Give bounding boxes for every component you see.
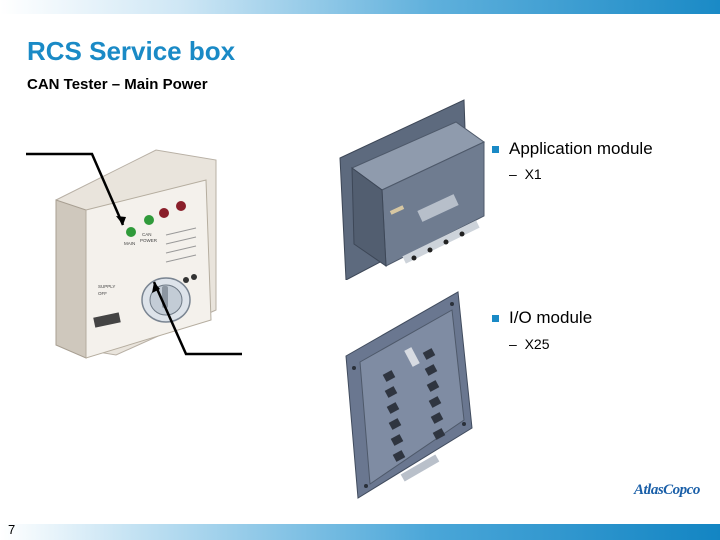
slide-subtitle: CAN Tester – Main Power: [27, 76, 208, 93]
sub-bullet-x1: – X1: [509, 166, 542, 182]
led-red-icon: [159, 208, 169, 218]
page-number: 7: [8, 522, 16, 537]
led-red-icon: [176, 201, 186, 211]
application-module-image: [339, 99, 485, 280]
tester-label-main: MAIN: [124, 241, 135, 246]
io-module-image: [345, 291, 473, 499]
bullet-label: Application module: [509, 139, 653, 158]
sub-bullet-label: X1: [524, 166, 542, 182]
atlas-copco-logo: AtlasCopco: [634, 482, 700, 498]
callout-line: [26, 152, 125, 226]
main-led-icon: [126, 227, 136, 237]
bottom-gradient-bar: [0, 524, 720, 540]
tester-label-supply: SUPPLY: [98, 284, 115, 289]
top-gradient-bar: [0, 0, 720, 14]
callout-line: [152, 281, 242, 356]
can-led-icon: [144, 215, 154, 225]
sub-bullet-x25: – X25: [509, 336, 550, 352]
sub-bullet-label: X25: [524, 336, 550, 352]
bullet-square-icon: [492, 145, 499, 153]
bullet-square-icon: [492, 314, 499, 322]
slide-title: RCS Service box: [27, 36, 236, 66]
bullet-application-module: Application module: [492, 139, 653, 159]
can-tester-image: MAIN CAN POWER SUPPLY OFF: [26, 149, 242, 359]
bullet-label: I/O module: [509, 308, 593, 327]
bullet-io-module: I/O module: [492, 308, 592, 328]
tester-label-off: OFF: [98, 291, 107, 296]
tester-label-power: POWER: [140, 238, 158, 243]
tester-label-can: CAN: [142, 232, 152, 237]
